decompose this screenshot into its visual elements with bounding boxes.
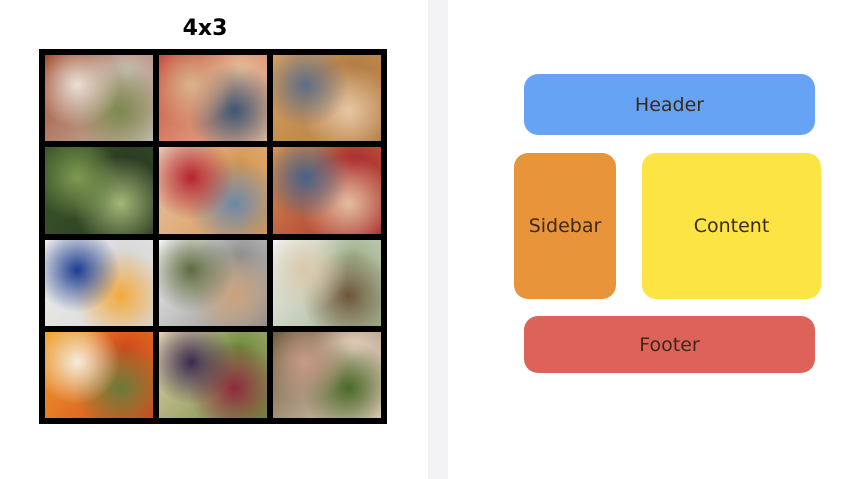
content-block: Content [642,153,821,299]
noodle-bowl-photo [45,55,153,142]
pumpkin-soup-photo [45,331,153,418]
tea-cups-photo [273,239,381,326]
donut-top-left-photo [159,55,267,142]
grid-panel: 4x3 [0,0,428,479]
donut-bottom-photo [273,147,381,234]
donut-top-right-photo [273,55,381,142]
grid-title: 4x3 [182,16,228,41]
donut-hands-photo [159,147,267,234]
sidebar-block: Sidebar [514,153,616,299]
market-produce-photo [273,331,381,418]
header-block: Header [524,74,815,135]
image-grid [39,49,387,424]
footer-block: Footer [524,316,815,373]
soup-bowl-photo [45,239,153,326]
table-setting-photo [159,239,267,326]
layout-panel: Header Sidebar Content Footer [448,0,867,479]
salad-bowl-photo [159,331,267,418]
panel-divider [428,0,448,479]
grapes-photo [45,147,153,234]
